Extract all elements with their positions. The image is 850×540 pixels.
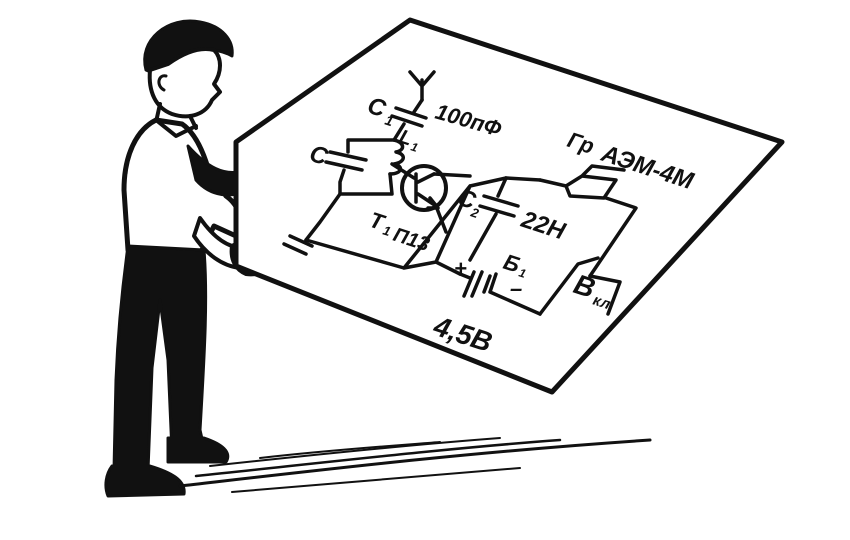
collar [154, 118, 198, 138]
ground-shadow [178, 437, 652, 493]
label-battery: Б [500, 249, 523, 278]
schematic-labels: C 1 100пФ L 1 C T 1 П13 C 2 22Н Гр АЭМ-4… [306, 92, 697, 358]
label-battery-plus: + [454, 256, 467, 281]
switch-symbol [538, 256, 622, 316]
c1-capacitor [390, 98, 428, 142]
c2-capacitor [468, 176, 520, 262]
left-shoe [104, 464, 186, 498]
head [147, 47, 222, 119]
trousers [112, 244, 208, 472]
antenna-symbol [408, 70, 436, 102]
ground-symbol [282, 192, 342, 256]
transistor-symbol [400, 164, 448, 212]
label-transistor-sub: 1 [381, 223, 393, 240]
battery-symbol [458, 270, 542, 316]
label-coil-sub: 1 [409, 140, 420, 155]
label-battery-sub: 1 [517, 266, 528, 281]
tuning-capacitor [324, 138, 396, 196]
main-wire [304, 176, 542, 276]
label-switch-sub: кл [591, 292, 613, 314]
schematic-board [233, 17, 785, 395]
phones-symbol [538, 164, 626, 200]
label-battery-minus: – [510, 276, 522, 301]
circuit [282, 70, 638, 316]
ear [157, 74, 168, 92]
right-shoe [166, 436, 230, 464]
